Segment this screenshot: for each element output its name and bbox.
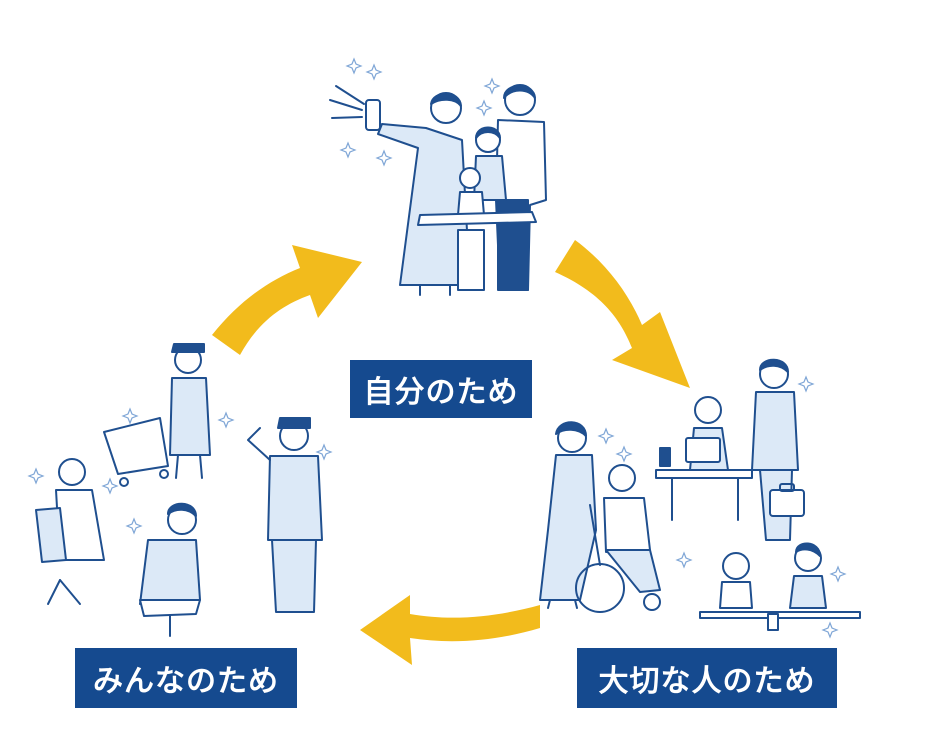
cycle-arrow-to-self: [212, 245, 362, 355]
spray-bottle-icon: [329, 85, 381, 131]
briefcase-icon: [769, 483, 805, 517]
label-self: 自分のため: [350, 360, 532, 418]
community-illustration: [35, 343, 323, 637]
label-important-person: 大切な人のため: [577, 648, 837, 708]
cycle-arrow-to-everyone: [360, 595, 540, 665]
wheelchair-icon: [575, 504, 661, 613]
laptop-icon: [685, 437, 721, 463]
family-illustration: [329, 84, 547, 296]
shopping-cart-icon: [103, 417, 169, 487]
label-everyone: みんなのため: [75, 648, 297, 708]
cycle-arrow-to-important: [555, 240, 690, 388]
caregiver-illustration: [539, 358, 861, 631]
